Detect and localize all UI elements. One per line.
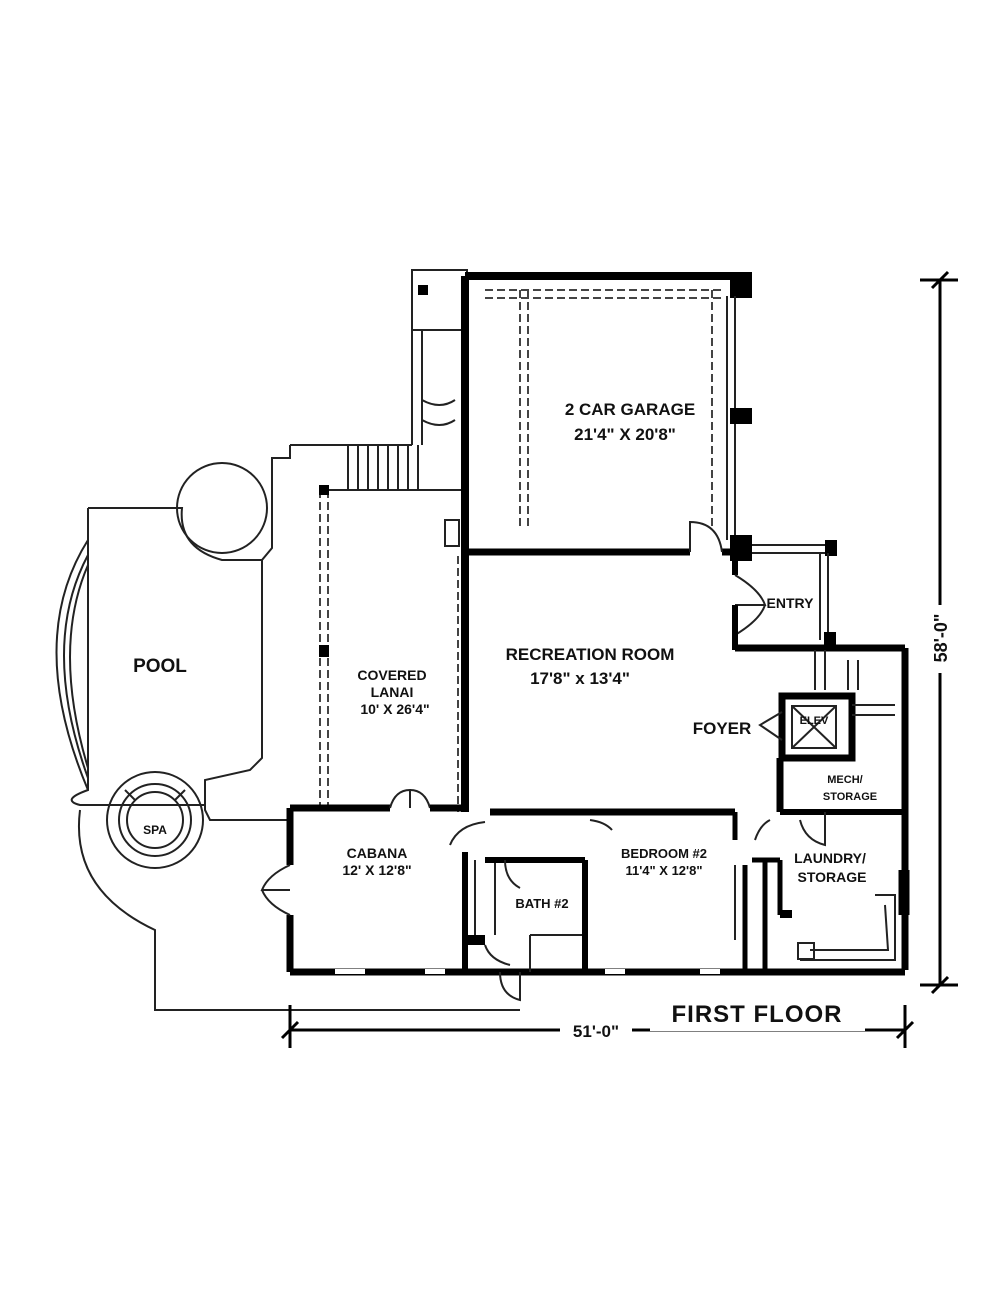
- lower-wing-walls: [260, 788, 910, 1002]
- spa-outer: [106, 771, 204, 869]
- garage-name: 2 CAR GARAGE: [565, 400, 695, 419]
- elev-name: ELEV: [800, 715, 829, 727]
- plan-title: FIRST FLOOR: [672, 1001, 843, 1028]
- cabana-name: CABANA: [347, 845, 408, 861]
- mech-name-line2: STORAGE: [823, 791, 877, 803]
- laundry-name-line1: LAUNDRY/: [794, 850, 866, 866]
- bedroom-size: 11'4" X 12'8": [625, 863, 702, 878]
- garage-size: 21'4" X 20'8": [574, 425, 676, 444]
- garage-walls: [461, 272, 752, 561]
- depth-dimension: 58'-0": [931, 614, 951, 663]
- recreation-size: 17'8" x 13'4": [530, 669, 630, 688]
- mech-name-line1: MECH/: [827, 774, 862, 786]
- laundry-name-line2: STORAGE: [798, 869, 867, 885]
- elevator-shaft: [778, 692, 856, 762]
- spa-name: SPA: [143, 823, 167, 837]
- exterior-stairs: [320, 269, 468, 491]
- lanai-name-line1: COVERED: [357, 667, 426, 683]
- entry-walls: [732, 540, 909, 970]
- recreation-name: RECREATION ROOM: [506, 645, 675, 664]
- round-planter: [176, 462, 268, 554]
- lanai-size: 10' X 26'4": [360, 701, 429, 717]
- foyer-name: FOYER: [693, 719, 752, 738]
- pool-name: POOL: [133, 656, 187, 677]
- lanai-name-line2: LANAI: [371, 684, 414, 700]
- pool-area: [55, 444, 520, 1011]
- spa-inner: [126, 791, 184, 849]
- width-dimension: 51'-0": [573, 1022, 619, 1041]
- lanai-walls: [319, 485, 469, 812]
- spa-mid: [118, 783, 192, 857]
- bath-name: BATH #2: [515, 896, 568, 911]
- bedroom-name: BEDROOM #2: [621, 846, 707, 861]
- cabana-size: 12' X 12'8": [342, 862, 411, 878]
- entry-name: ENTRY: [767, 595, 815, 611]
